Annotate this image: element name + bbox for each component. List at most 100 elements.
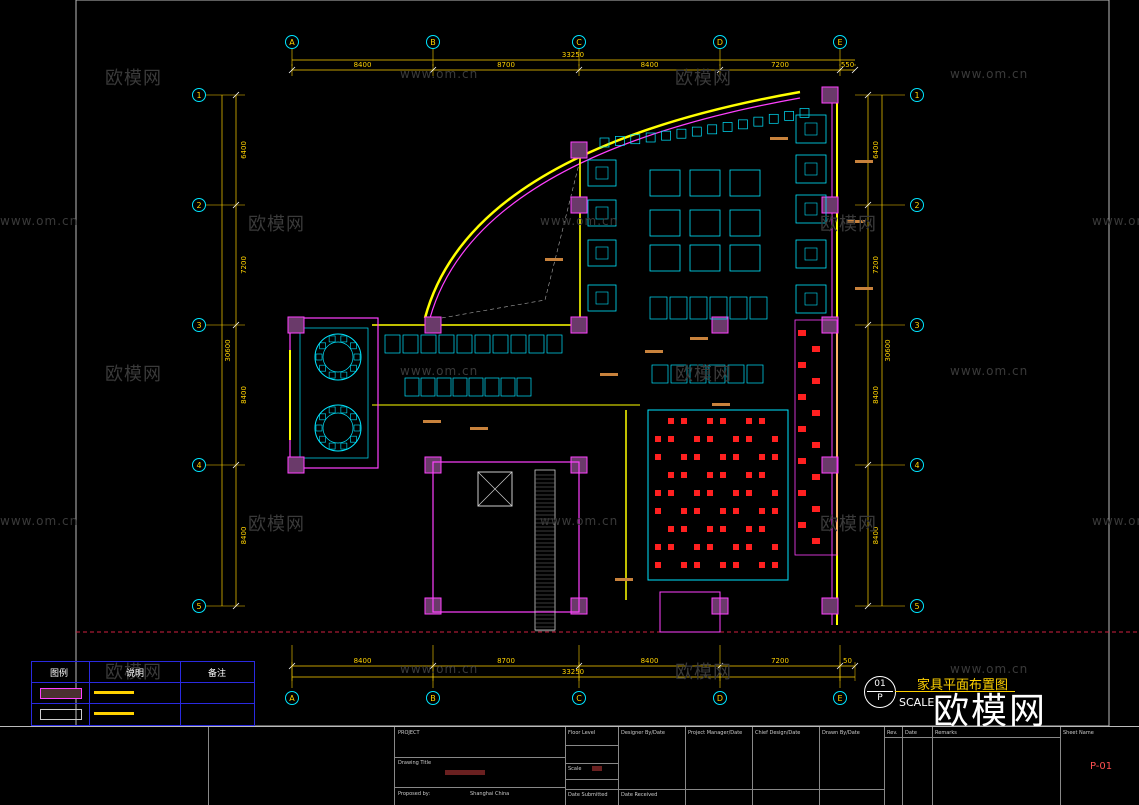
table-top [804, 247, 818, 261]
grid-bubble-label-2: 2 [914, 201, 919, 210]
table-top [595, 206, 609, 220]
grid-bubble-label-3: 3 [196, 321, 201, 330]
grid-bubble-1 [910, 88, 924, 102]
kitchen-equipment [746, 490, 752, 496]
booth-seat [452, 377, 468, 397]
grid-bubble-2 [192, 198, 206, 212]
grid-bubble-B [426, 35, 440, 49]
watermark: 欧模网 [248, 214, 305, 235]
grid-bubble-label-4: 4 [914, 461, 919, 470]
watermark: 欧模网 [675, 662, 732, 683]
structural-column [287, 316, 305, 334]
booth-seat [492, 334, 509, 354]
dim-text-top: 8700 [497, 61, 515, 69]
grid-bubble-5 [192, 599, 206, 613]
four-top-table [795, 239, 827, 269]
elevator-cross [477, 471, 513, 507]
watermark: 欧模网 [675, 364, 732, 385]
dim-text-right: 6400 [872, 141, 880, 159]
legend-swatch-glass [40, 709, 82, 720]
kitchen-equipment [798, 458, 806, 464]
plan-letter: P [877, 693, 883, 703]
chair [328, 442, 336, 450]
dim-tick [232, 91, 240, 99]
watermark: www.om.cn [950, 364, 1029, 378]
kitchen-equipment [812, 538, 820, 544]
watermark: www.om.cn [400, 364, 479, 378]
sheet-number: P-01 [1090, 761, 1113, 772]
grid-bubble-C [572, 691, 586, 705]
structural-column [570, 141, 588, 159]
kitchen-equipment [812, 506, 820, 512]
dining-table [649, 244, 681, 272]
legend-swatch-wall [40, 688, 82, 699]
kitchen-outline [647, 409, 789, 581]
booth-seat [599, 137, 610, 148]
chair [328, 335, 336, 343]
grid-bubble-label-B: B [430, 38, 436, 47]
watermark: 欧模网 [675, 68, 732, 89]
watermark: 欧模网 [248, 514, 305, 535]
grid-bubble-label-3: 3 [914, 321, 919, 330]
private-room-inner [299, 327, 369, 459]
structural-column [821, 597, 839, 615]
four-top-table [795, 114, 827, 144]
booth-seat [722, 122, 733, 132]
dim-tick [232, 321, 240, 329]
booth-seat [649, 296, 668, 320]
booth-seat [689, 296, 708, 320]
kitchen-equipment [681, 562, 687, 568]
tb-proposed-by: Proposed by: [398, 791, 431, 797]
kitchen-equipment [681, 508, 687, 514]
tb-chief-design: Chief Design/Date [755, 730, 801, 736]
grid-bubble-2 [910, 198, 924, 212]
dim-tick [864, 91, 872, 99]
watermark: www.om.cn [540, 214, 619, 228]
booth-seat [528, 334, 545, 354]
grid-bubble-label-D: D [717, 694, 723, 703]
annotation-label [423, 420, 441, 423]
chair [340, 371, 348, 379]
tb-date-submitted: Date Submitted [568, 792, 608, 798]
legend-desc-bar [94, 691, 134, 694]
dining-table [689, 244, 721, 272]
kitchen-equipment [720, 562, 726, 568]
dining-table [689, 209, 721, 237]
kitchen-equipment [694, 508, 700, 514]
booth-seat [753, 116, 764, 127]
dim-tick [429, 66, 437, 74]
booth-seat [784, 111, 794, 121]
booth-seat [676, 128, 687, 139]
kitchen-equipment [681, 472, 687, 478]
dim-text-left: 8400 [240, 527, 248, 545]
kitchen-equipment [720, 526, 726, 532]
tb-scale-value [592, 766, 602, 771]
curved-glass-facade [423, 90, 801, 319]
booth-seat [468, 377, 484, 397]
dim-total-right: 30600 [884, 339, 892, 361]
tb-location: Shanghai China [470, 791, 510, 797]
grid-bubble-label-4: 4 [196, 461, 201, 470]
booth-seat [404, 377, 420, 397]
annotation-label [470, 427, 488, 430]
tb-remarks: Remarks [935, 730, 957, 736]
kitchen-equipment [772, 436, 778, 442]
grid-bubble-5 [910, 599, 924, 613]
kitchen-equipment [655, 508, 661, 514]
structural-column [570, 196, 588, 214]
grid-bubble-E [833, 691, 847, 705]
kitchen-equipment [655, 454, 661, 460]
booth-seat [510, 334, 527, 354]
plan-label-bubble: 01 P [864, 676, 896, 708]
kitchen-equipment [812, 346, 820, 352]
dim-tick [864, 602, 872, 610]
booth-seat [768, 113, 779, 124]
grid-bubble-B [426, 691, 440, 705]
booth-seat [402, 334, 419, 354]
four-top-table [587, 284, 617, 312]
kitchen-equipment [694, 454, 700, 460]
booth-seat [669, 296, 688, 320]
watermark: www.om.cn [400, 662, 479, 676]
annotation-label [615, 578, 633, 581]
kitchen-equipment [655, 562, 661, 568]
